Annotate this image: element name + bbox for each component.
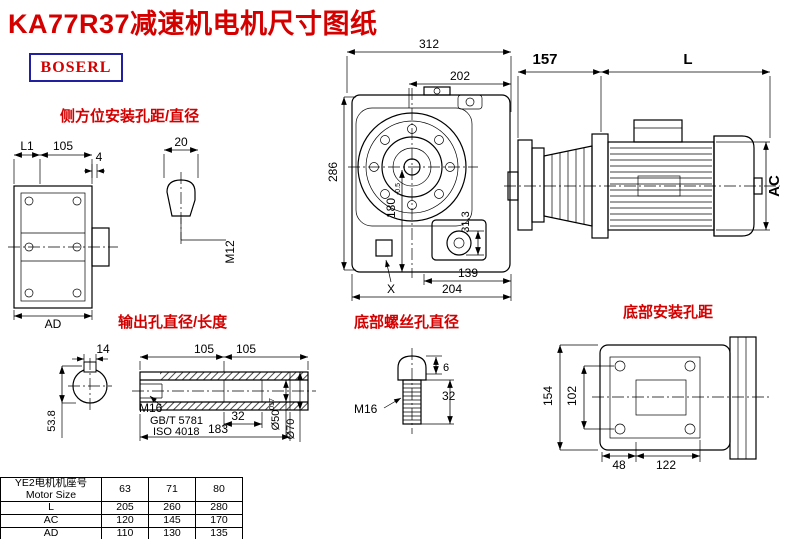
dim-pin-thread: M12 — [223, 240, 237, 264]
dim-base-102: 102 — [565, 386, 579, 406]
dim-side-ad: AD — [45, 317, 62, 331]
dim-motor-length: L — [683, 51, 692, 68]
page-title: KA77R37减速机电机尺寸图纸 — [8, 9, 378, 39]
dim-screw-thread: M16 — [354, 402, 378, 416]
bottom-screw-label: 底部螺丝孔直径 — [354, 314, 460, 331]
motor-side-view — [504, 119, 780, 239]
dim-key-53-8: 53.8 — [46, 410, 58, 431]
motor-size-table: YE2电机机座号 Motor Size 63 71 80 L 205 260 2… — [0, 477, 243, 539]
table-cell: 260 — [148, 501, 196, 515]
dim-center-height-tol: -0.5 — [395, 183, 402, 195]
table-header-motor-cn: YE2电机机座号 — [14, 477, 88, 490]
dim-base-154: 154 — [541, 386, 555, 406]
table-row-AC-label: AC — [0, 514, 102, 528]
dim-side-105: 105 — [53, 139, 73, 153]
dim-bore-diameter: Ø50 — [270, 410, 282, 431]
side-mount-label: 侧方位安装孔距/直径 — [60, 108, 200, 125]
main-front-view — [348, 86, 511, 278]
table-header-size-71: 71 — [148, 477, 196, 502]
standard-gbt: GB/T 5781 — [150, 415, 203, 427]
table-row-AC: AC 120 145 170 — [0, 514, 243, 528]
table-header-row: YE2电机机座号 Motor Size 63 71 80 — [0, 477, 243, 502]
output-shaft-detail — [68, 358, 316, 411]
dim-key-14: 14 — [96, 342, 110, 356]
table-cell: 170 — [195, 514, 243, 528]
dim-shaft-32: 32 — [231, 409, 245, 423]
dim-bore-tolerance: 017 — [269, 398, 276, 410]
dim-shaft-thread: M16 — [139, 401, 163, 415]
side-pin-detail — [166, 172, 226, 246]
dim-shaft-105b: 105 — [236, 342, 256, 356]
dim-foot-139: 139 — [458, 266, 478, 280]
table-row-L-label: L — [0, 501, 102, 515]
table-cell: 110 — [101, 527, 149, 539]
dim-outer-diameter: Ø70 — [285, 419, 297, 440]
dim-adapter-length: 157 — [532, 51, 557, 68]
dim-base-48: 48 — [612, 458, 626, 472]
dim-pin-20: 20 — [174, 135, 188, 149]
table-cell: 280 — [195, 501, 243, 515]
dim-l1: L1 — [20, 139, 34, 153]
brand-logo: BOSERL — [29, 53, 123, 82]
table-row-AD: AD 110 130 135 — [0, 527, 243, 539]
table-header-motor-en: Motor Size — [25, 488, 77, 501]
dim-overall-width: 312 — [419, 37, 439, 51]
dim-motor-diameter: AC — [766, 175, 783, 197]
dim-inner-width: 202 — [450, 69, 470, 83]
table-row-AD-label: AD — [0, 527, 102, 539]
dimensions: 312 202 157 L 286 180 -0.5 31.3 — [13, 37, 783, 472]
dim-height: 286 — [326, 162, 340, 182]
standard-iso: ISO 4018 — [153, 426, 199, 438]
dim-x-mark: X — [387, 282, 395, 296]
table-cell: 135 — [195, 527, 243, 539]
dim-shaft-105a: 105 — [194, 342, 214, 356]
table-cell: 130 — [148, 527, 196, 539]
table-cell: 205 — [101, 501, 149, 515]
table-header-size-80: 80 — [195, 477, 243, 502]
dim-center-height: 180 — [384, 198, 398, 218]
bottom-screw-detail — [383, 348, 427, 434]
motor-fins — [610, 147, 712, 227]
left-side-view — [8, 185, 118, 309]
output-hole-label: 输出孔直径/长度 — [118, 314, 228, 331]
brand-logo-text: BOSERL — [40, 58, 112, 76]
table-header-size-63: 63 — [101, 477, 149, 502]
dim-gap-4: 4 — [96, 150, 103, 164]
dim-shaft-183: 183 — [208, 422, 228, 436]
table-header-motor: YE2电机机座号 Motor Size — [0, 477, 102, 502]
dim-base-122: 122 — [656, 458, 676, 472]
dim-screw-32: 32 — [442, 389, 456, 403]
bottom-mount-view — [592, 336, 772, 460]
dim-hole-31-3: 31.3 — [460, 211, 472, 232]
dim-depth-204: 204 — [442, 282, 462, 296]
table-cell: 145 — [148, 514, 196, 528]
bottom-mount-label: 底部安装孔距 — [623, 304, 714, 321]
table-row-L: L 205 260 280 — [0, 501, 243, 515]
dim-screw-6: 6 — [443, 362, 449, 374]
table-cell: 120 — [101, 514, 149, 528]
